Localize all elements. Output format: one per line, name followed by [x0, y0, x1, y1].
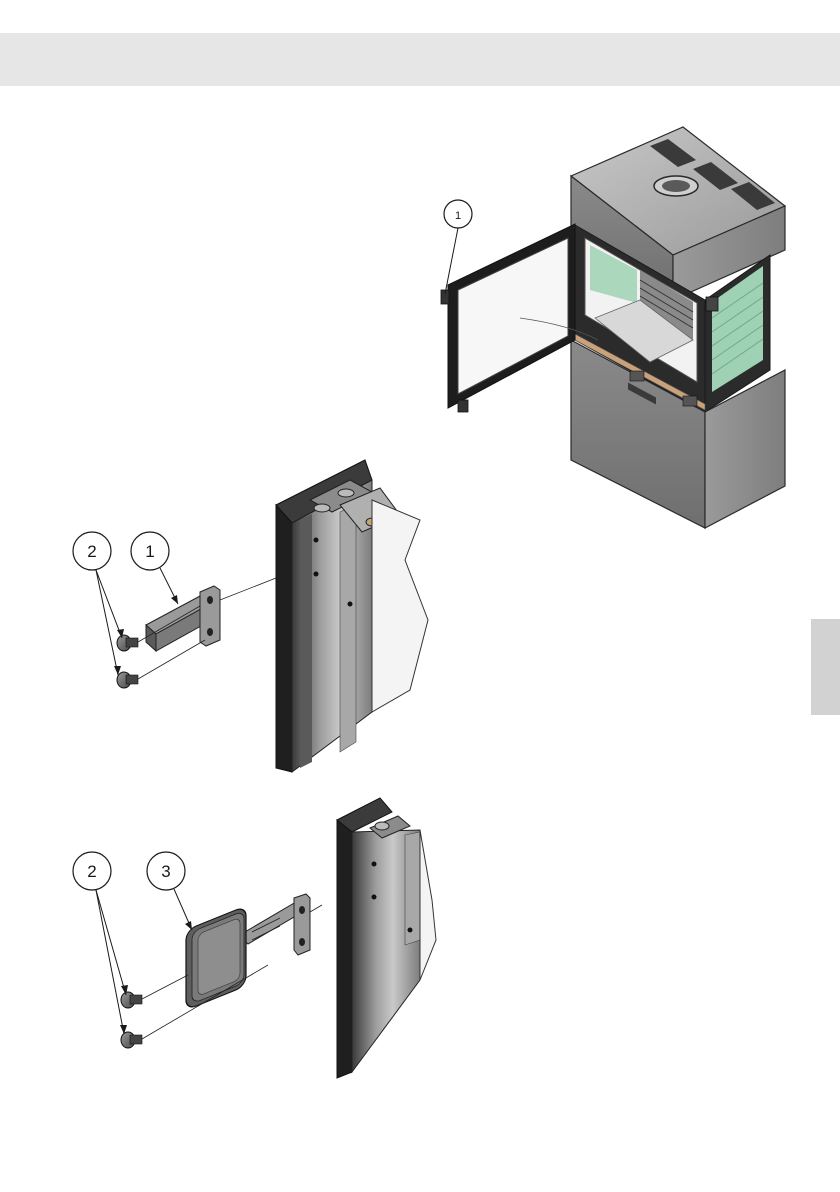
svg-text:3: 3: [161, 862, 170, 881]
door-frame-rail: [337, 820, 352, 1078]
detail-view-a: 2 1: [73, 460, 428, 772]
screw: [121, 992, 142, 1008]
door-frame-rail: [276, 505, 292, 772]
svg-text:1: 1: [455, 210, 461, 222]
callout-screws: 2: [73, 532, 124, 675]
screw: [117, 635, 138, 651]
callout-screws: 2: [73, 852, 128, 1034]
svg-text:1: 1: [145, 542, 154, 561]
callout-handle-bracket: 1: [131, 532, 178, 604]
handle-bracket-part: [146, 586, 220, 651]
screw: [121, 1032, 142, 1048]
glass-panel-cutaway: [420, 830, 436, 980]
callout-handle-cover: 3: [147, 852, 192, 930]
svg-text:2: 2: [87, 862, 96, 881]
glass-panel-cutaway: [372, 500, 428, 712]
detail-view-b: 2 3: [73, 798, 436, 1078]
handle-cover-part: [186, 894, 310, 1010]
svg-text:2: 2: [87, 542, 96, 561]
screw: [117, 672, 138, 688]
stove-illustration: 1: [441, 127, 785, 528]
